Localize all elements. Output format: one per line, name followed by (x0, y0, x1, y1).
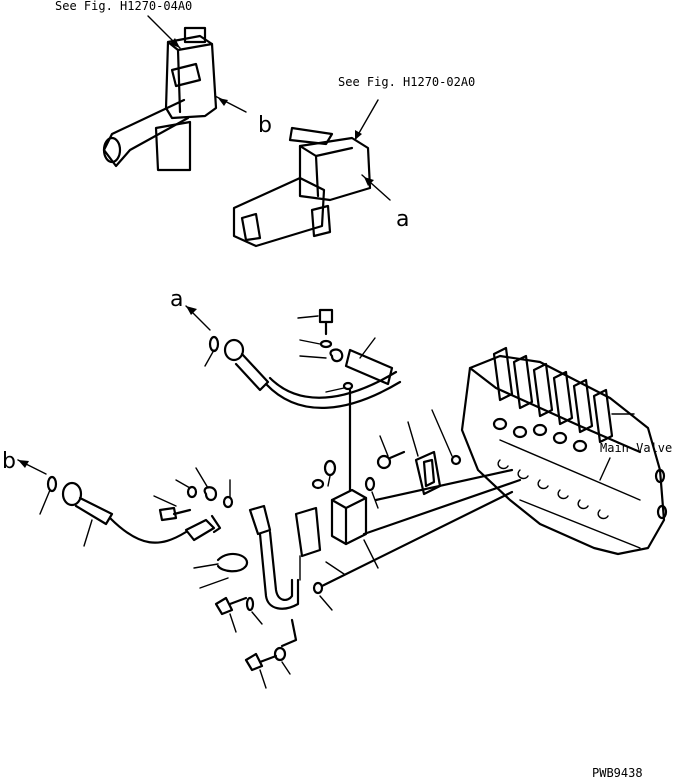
main-valve (460, 346, 668, 556)
reference-label-top: See Fig. H1270-04A0 (55, 0, 192, 13)
callout-b-upper: b (258, 113, 272, 138)
callout-a-lower: a (170, 287, 183, 312)
callout-b-lower: b (2, 449, 16, 474)
valve-spools (492, 346, 614, 453)
main-valve-label: Main Valve (600, 441, 672, 455)
drawing-number: PWB9438 (592, 766, 643, 780)
upper-right-assembly (232, 99, 391, 248)
callout-a-upper: a (396, 207, 409, 232)
valve-ports (497, 439, 641, 549)
reference-label-middle: See Fig. H1270-02A0 (338, 75, 475, 89)
lower-assembly (17, 305, 522, 689)
upper-left-assembly (102, 15, 247, 172)
